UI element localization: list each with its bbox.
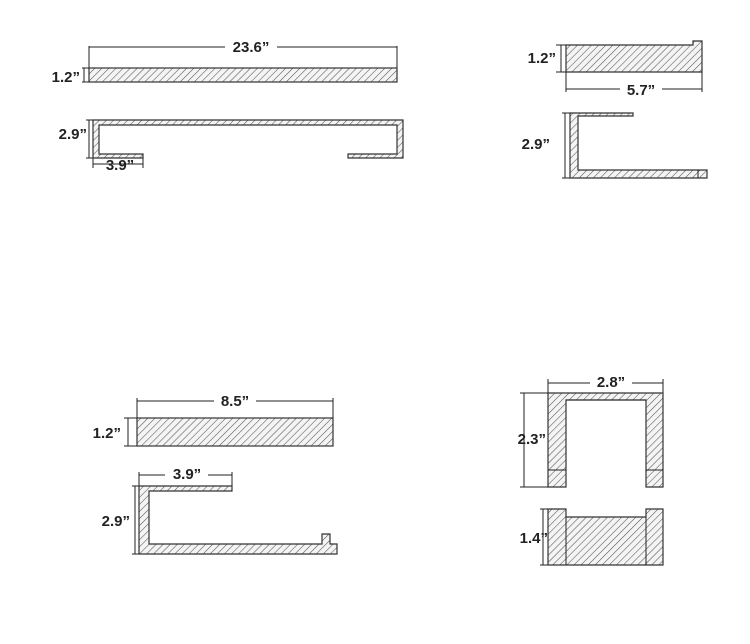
robe-hook-diagram: 2.8” 2.3” 1.4” [518, 374, 664, 566]
towel-bar-thickness-label: 1.2” [52, 69, 80, 86]
robe-hook-height-label: 2.3” [518, 431, 546, 448]
robe-hook-base-view [547, 508, 664, 566]
towel-bar-height-label: 2.9” [59, 126, 87, 143]
paper-holder-diagram: 8.5” 1.2” 3.9” 2.9” [93, 393, 338, 555]
towel-bar-return-label: 3.9” [106, 157, 134, 174]
towel-hook-thickness-label: 1.2” [528, 50, 556, 67]
towel-bar-side-view [92, 119, 404, 159]
paper-holder-top-view [136, 417, 334, 447]
paper-holder-height-label: 2.9” [102, 513, 130, 530]
towel-hook-side-view [569, 112, 708, 179]
towel-hook-length-label: 5.7” [627, 82, 655, 99]
robe-hook-front-view [547, 392, 664, 488]
towel-hook-top-view [565, 40, 703, 73]
paper-holder-arm-label: 3.9” [173, 466, 201, 483]
towel-bar-length-label: 23.6” [233, 39, 270, 56]
paper-holder-length-label: 8.5” [221, 393, 249, 410]
towel-hook-diagram: 1.2” 5.7” 2.9” [522, 40, 708, 179]
towel-bar-top-view [88, 67, 398, 83]
towel-hook-height-label: 2.9” [522, 136, 550, 153]
robe-hook-width-label: 2.8” [597, 374, 625, 391]
paper-holder-side-view [138, 485, 338, 555]
robe-hook-base-height-label: 1.4” [520, 530, 548, 547]
towel-bar-diagram: 23.6” 1.2” 2.9” 3.9” [52, 39, 404, 174]
paper-holder-thickness-label: 1.2” [93, 425, 121, 442]
